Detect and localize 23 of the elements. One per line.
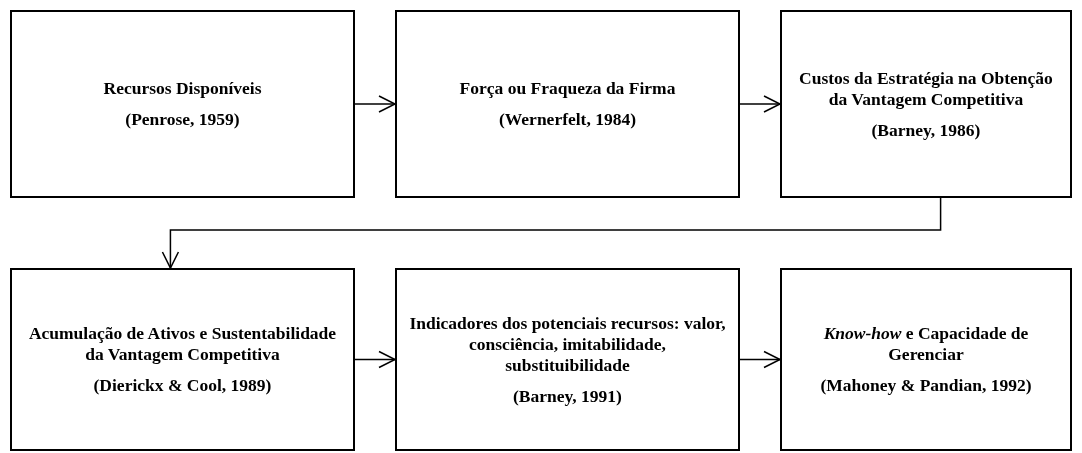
box-title: Acumulação de Ativos e Sustentabilidade da Vantagem Competitiva — [27, 323, 338, 365]
arrow — [739, 95, 781, 113]
citation-text: (Penrose, 1959) — [125, 109, 240, 130]
citation-text: (Wernerfelt, 1984) — [499, 109, 636, 130]
box-title: Know-how e Capacidade de Gerenciar — [822, 323, 1030, 365]
arrow — [354, 95, 396, 113]
citation-text: (Mahoney & Pandian, 1992) — [820, 375, 1032, 396]
citation-text: (Barney, 1991) — [513, 385, 622, 407]
text-box — [395, 268, 740, 451]
text-box — [10, 10, 355, 198]
arrow — [161, 197, 942, 269]
text-box — [10, 268, 355, 451]
arrow — [739, 350, 781, 369]
citation-text: (Dierickx & Cool, 1989) — [93, 375, 272, 396]
text-box — [780, 10, 1072, 198]
box-title: Custos da Estratégia na Obtenção da Vantagem Competitiva — [798, 67, 1054, 110]
arrow — [354, 350, 396, 369]
text-box — [395, 10, 740, 198]
citation-text: (Barney, 1986) — [871, 119, 981, 141]
text-box — [780, 268, 1072, 451]
box-title: Indicadores dos potenciais recursos: valor, consciência, imitabilidade, substituibilidade — [408, 312, 727, 376]
box-title: Recursos Disponíveis — [103, 78, 262, 99]
box-title: Força ou Fraqueza da Firma — [459, 78, 676, 99]
